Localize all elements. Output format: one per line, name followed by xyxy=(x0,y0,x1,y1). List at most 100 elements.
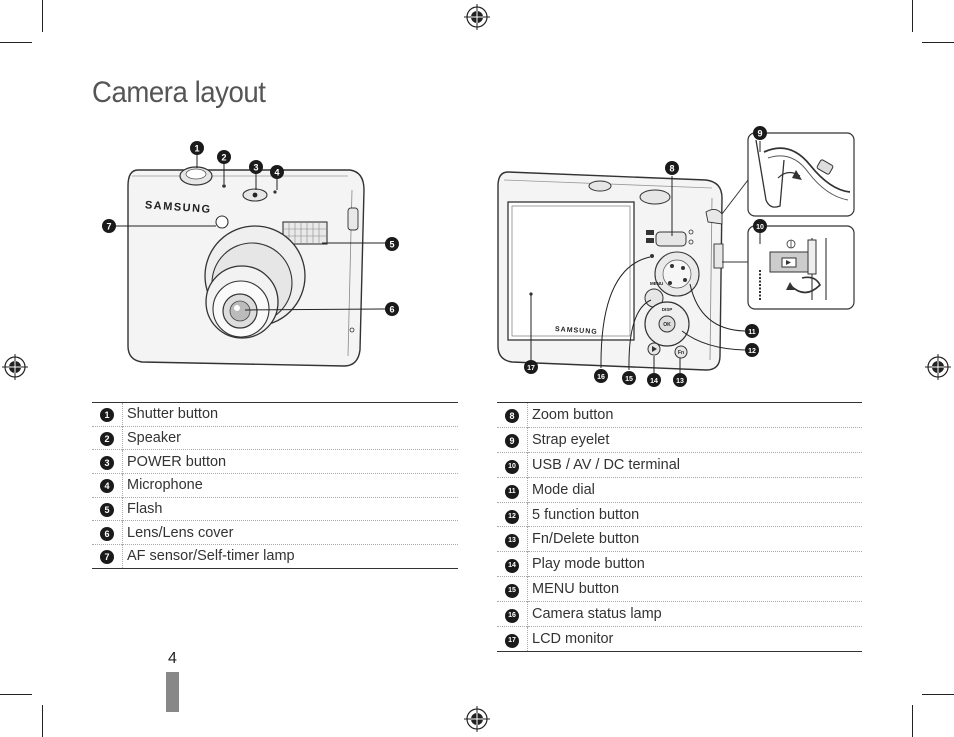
status-lamp xyxy=(650,254,654,258)
table-row: 10 USB / AV / DC terminal xyxy=(497,452,862,478)
strap-inset xyxy=(747,132,855,217)
row-label: Microphone xyxy=(127,477,203,494)
row-label: POWER button xyxy=(127,453,227,470)
zoom-button xyxy=(655,231,687,247)
row-number: 16 xyxy=(505,609,519,624)
row-label: Shutter button xyxy=(127,406,219,423)
front-brand: SAMSUNG xyxy=(145,199,212,216)
table-row: 9 Strap eyelet xyxy=(497,427,862,453)
row-label: MENU button xyxy=(532,581,620,598)
row-label: Play mode button xyxy=(532,556,645,573)
back-callouts: 8 9 10 11 12 13 14 15 16 17 xyxy=(524,126,767,387)
row-label: Zoom button xyxy=(532,406,614,423)
callout-6-label: 6 xyxy=(389,305,394,315)
registration-mark-left xyxy=(2,354,28,380)
legend-table-right: 8 Zoom button 9 Strap eyelet 10 USB / AV… xyxy=(497,402,862,652)
callout-8-label: 8 xyxy=(669,164,674,174)
table-row: 12 5 function button xyxy=(497,502,862,527)
crop-mark xyxy=(912,705,913,737)
crop-mark xyxy=(0,694,32,695)
row-number: 9 xyxy=(505,433,519,448)
table-row: 8 Zoom button xyxy=(497,402,862,428)
crop-mark xyxy=(912,0,913,32)
row-label: Strap eyelet xyxy=(532,431,610,448)
crop-mark xyxy=(922,42,954,43)
row-label: AF sensor/Self-timer lamp xyxy=(127,548,295,565)
callout-6 xyxy=(385,302,399,316)
legend-table-left: 1 Shutter button 2 Speaker 3 POWER butto… xyxy=(92,402,458,569)
table-row: 16 Camera status lamp xyxy=(497,601,862,627)
row-number: 12 xyxy=(505,509,519,524)
row-label: Fn/Delete button xyxy=(532,531,640,548)
callout-7-label: 7 xyxy=(106,222,111,232)
af-lamp xyxy=(215,215,229,229)
callout-16-label: 16 xyxy=(597,374,605,381)
disp-label: DISP xyxy=(662,307,673,312)
table-row: 5 Flash xyxy=(92,497,458,521)
callout-14-label: 14 xyxy=(650,378,658,385)
callout-17 xyxy=(524,360,538,374)
row-label: Lens/Lens cover xyxy=(127,524,234,541)
callout-2 xyxy=(217,150,231,164)
table-row: 1 Shutter button xyxy=(92,402,458,427)
callout-5-label: 5 xyxy=(389,240,394,250)
fn-label: Fn xyxy=(678,350,684,356)
ok-button xyxy=(658,315,676,333)
back-brand: SAMSUNG xyxy=(555,326,598,336)
row-label: Mode dial xyxy=(532,481,595,498)
table-row: 15 MENU button xyxy=(497,576,862,602)
row-number: 11 xyxy=(505,484,519,499)
registration-mark-top xyxy=(464,4,490,30)
callout-10 xyxy=(753,219,767,233)
page-title: Camera layout xyxy=(92,76,266,109)
row-label: Camera status lamp xyxy=(532,606,662,623)
crop-mark xyxy=(922,694,954,695)
crop-mark xyxy=(42,0,43,32)
callout-1 xyxy=(190,141,204,155)
callout-5 xyxy=(385,237,399,251)
lcd-monitor xyxy=(507,201,635,341)
callout-15-label: 15 xyxy=(625,376,633,383)
table-row: 13 Fn/Delete button xyxy=(497,526,862,552)
callout-14 xyxy=(647,373,661,387)
table-row: 2 Speaker xyxy=(92,426,458,450)
callout-3-label: 3 xyxy=(253,163,258,173)
front-callouts: 1 2 3 4 5 6 7 xyxy=(102,141,399,316)
row-label: Speaker xyxy=(127,430,182,447)
callout-4-label: 4 xyxy=(274,168,279,178)
callout-11-label: 11 xyxy=(748,329,756,336)
row-label: 5 function button xyxy=(532,506,640,523)
row-number: 13 xyxy=(505,534,519,549)
table-row: 11 Mode dial xyxy=(497,477,862,503)
row-number: 15 xyxy=(505,584,519,599)
table-row: 4 Microphone xyxy=(92,473,458,498)
row-number: 8 xyxy=(505,408,519,423)
menu-button-label: MENU xyxy=(650,281,663,286)
microphone xyxy=(273,190,277,194)
callout-4 xyxy=(270,165,284,179)
callout-7 xyxy=(102,219,116,233)
row-label: Flash xyxy=(127,501,163,518)
row-number: 2 xyxy=(100,432,114,447)
speaker xyxy=(222,184,226,188)
callout-13 xyxy=(673,373,687,387)
callout-1-label: 1 xyxy=(194,144,199,154)
page-number: 4 xyxy=(168,650,177,667)
row-number: 6 xyxy=(100,526,114,541)
registration-mark-bottom xyxy=(464,706,490,732)
row-label: USB / AV / DC terminal xyxy=(532,456,680,473)
callout-17-label: 17 xyxy=(527,365,535,372)
table-row: 17 LCD monitor xyxy=(497,626,862,652)
row-number: 3 xyxy=(100,455,114,470)
fn-button xyxy=(674,345,688,359)
crop-mark xyxy=(42,705,43,737)
table-row: 6 Lens/Lens cover xyxy=(92,520,458,545)
row-number: 10 xyxy=(505,459,519,474)
table-row: 3 POWER button xyxy=(92,449,458,474)
row-number: 17 xyxy=(505,633,519,648)
callout-16 xyxy=(594,369,608,383)
callout-3 xyxy=(249,160,263,174)
callout-10-label: 10 xyxy=(756,224,764,231)
registration-mark-right xyxy=(925,354,951,380)
callout-8 xyxy=(665,161,679,175)
